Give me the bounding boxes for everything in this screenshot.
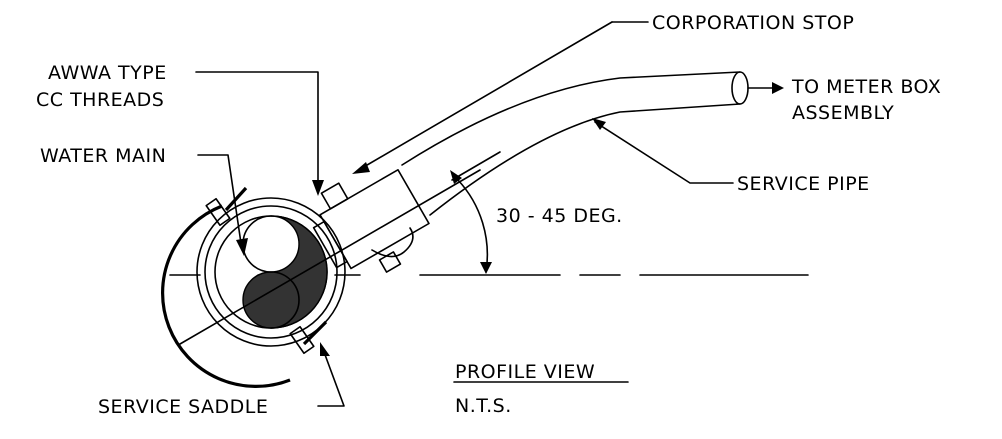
leader-service-saddle (317, 342, 345, 407)
label-service-saddle: SERVICE SADDLE (98, 396, 268, 418)
label-to-meter-box: TO METER BOX (791, 76, 941, 98)
label-profile-view: PROFILE VIEW (455, 361, 595, 383)
label-nts: N.T.S. (455, 395, 512, 417)
label-assembly: ASSEMBLY (792, 102, 894, 124)
saddle-bolt-upper (205, 186, 248, 227)
main-interior-shading (242, 215, 328, 329)
label-corporation-stop: CORPORATION STOP (652, 12, 854, 34)
leader-water-main (197, 154, 248, 256)
saddle-strap (160, 204, 291, 388)
leader-to-meter (747, 82, 784, 94)
valve-nub (371, 227, 414, 273)
label-angle: 30 - 45 DEG. (496, 205, 623, 227)
service-pipe (401, 71, 749, 216)
corporation-stop-body (312, 168, 430, 270)
label-cc-threads: CC THREADS (36, 89, 164, 111)
label-awwa-type: AWWA TYPE (48, 62, 167, 84)
leader-service-pipe (592, 118, 734, 184)
angle-dimension (450, 170, 492, 274)
water-main (196, 197, 346, 347)
label-service-pipe: SERVICE PIPE (737, 173, 870, 195)
label-water-main: WATER MAIN (40, 145, 166, 167)
leader-awwa (195, 71, 324, 196)
leader-corporation-stop (352, 21, 649, 174)
